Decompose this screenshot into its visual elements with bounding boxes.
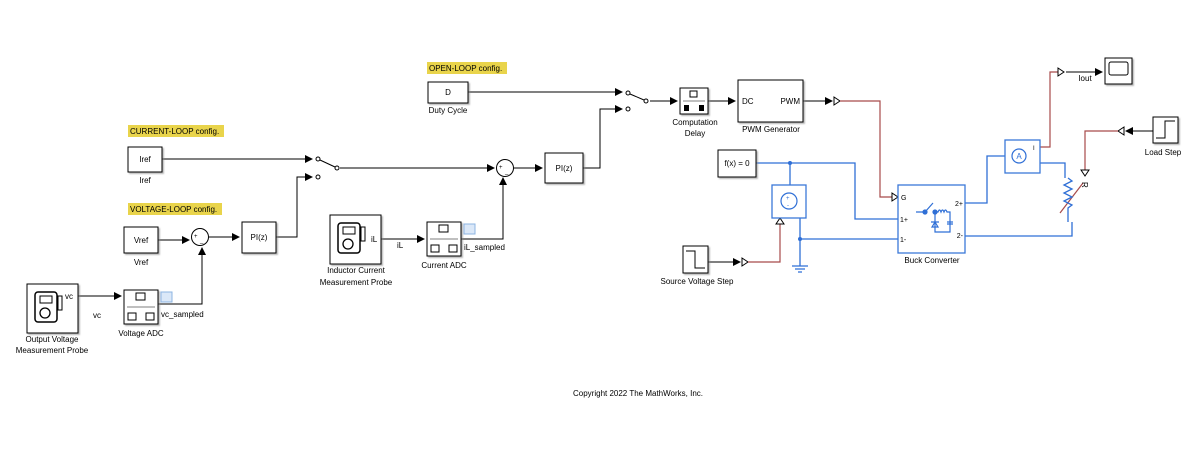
source-voltage-step-block[interactable]: Source Voltage Step	[661, 245, 734, 286]
step-icon	[686, 250, 705, 269]
svg-text:Vref: Vref	[134, 236, 149, 245]
solver-configuration-block[interactable]: f(x) = 0	[717, 149, 757, 178]
vc-sampled-label: vc_sampled	[161, 310, 204, 319]
svg-text:Delay: Delay	[685, 129, 705, 138]
iout-signal-label: Iout	[1078, 74, 1092, 83]
svg-text:R: R	[1080, 182, 1089, 188]
current-sum-block[interactable]: +_	[496, 159, 514, 177]
svg-text:_: _	[199, 238, 204, 244]
svg-text:DC: DC	[742, 97, 754, 106]
svg-text:Duty Cycle: Duty Cycle	[429, 106, 468, 115]
pwm-generator-block[interactable]: DC PWM PWM Generator	[737, 79, 804, 134]
sample-time-icon	[463, 223, 476, 235]
svg-text:Inductor Current: Inductor Current	[327, 266, 386, 275]
svg-text:PWM: PWM	[780, 97, 800, 106]
signal-lines	[78, 68, 1153, 305]
current-voltage-switch[interactable]	[315, 156, 340, 180]
svg-text:A: A	[1016, 152, 1022, 161]
svg-text:2-: 2-	[957, 233, 964, 240]
current-pi-block[interactable]: PI(z)	[544, 152, 584, 184]
svg-text:Vref: Vref	[134, 258, 149, 267]
svg-text:PWM Generator: PWM Generator	[742, 125, 800, 134]
scope-block[interactable]	[1104, 57, 1133, 85]
svg-text:+: +	[499, 165, 503, 171]
converted-signal-lines	[741, 67, 1125, 267]
multimeter-icon	[34, 291, 63, 323]
resistor[interactable]: R	[1080, 182, 1089, 188]
svg-text:Buck Converter: Buck Converter	[904, 256, 959, 265]
copyright-text: Copyright 2022 The MathWorks, Inc.	[573, 389, 703, 398]
buck-circuit-icon	[916, 202, 953, 233]
open-closed-loop-switch[interactable]	[625, 90, 649, 112]
multimeter-icon	[337, 222, 366, 254]
svg-text:Voltage ADC: Voltage ADC	[118, 329, 164, 338]
voltage-pi-block[interactable]: PI(z)	[241, 221, 277, 254]
svg-text:OPEN-LOOP config.: OPEN-LOOP config.	[429, 64, 502, 73]
svg-text:1+: 1+	[900, 217, 908, 224]
scope-icon	[1108, 61, 1129, 76]
open-loop-annotation[interactable]: OPEN-LOOP config.	[427, 62, 507, 74]
svg-text:vc: vc	[65, 292, 73, 301]
svg-text:+: +	[786, 196, 790, 202]
physical-lines	[756, 155, 1074, 273]
voltage-adc-block[interactable]: Voltage ADC	[118, 289, 164, 338]
svg-text:G: G	[901, 195, 906, 202]
controlled-voltage-source-block[interactable]: +-	[771, 184, 807, 219]
adc-icon	[430, 224, 458, 253]
voltage-loop-annotation[interactable]: VOLTAGE-LOOP config.	[128, 203, 222, 215]
voltage-sum-block[interactable]: +_	[191, 228, 209, 246]
svg-text:I: I	[1033, 146, 1035, 152]
il-signal-label: iL	[397, 241, 404, 250]
svg-text:VOLTAGE-LOOP config.: VOLTAGE-LOOP config.	[130, 205, 217, 214]
svg-text:-: -	[787, 203, 789, 209]
svg-text:Output Voltage: Output Voltage	[26, 335, 79, 344]
svg-text:Iref: Iref	[139, 155, 151, 164]
svg-text:iL: iL	[371, 235, 378, 244]
load-step-block[interactable]: Load Step	[1145, 116, 1182, 157]
svg-text:D: D	[445, 88, 451, 97]
il-sampled-label: iL_sampled	[464, 243, 505, 252]
buck-converter-block[interactable]: G 1+ 1- 2+ 2- Buck Converter	[897, 184, 966, 265]
delay-icon	[683, 90, 705, 111]
sample-time-icon	[160, 291, 173, 303]
step-icon	[1156, 120, 1175, 139]
svg-text:Measurement Probe: Measurement Probe	[320, 278, 393, 287]
svg-text:Source Voltage Step: Source Voltage Step	[661, 277, 734, 286]
current-loop-annotation[interactable]: CURRENT-LOOP config.	[128, 125, 224, 137]
svg-text:CURRENT-LOOP config.: CURRENT-LOOP config.	[130, 127, 219, 136]
svg-text:PI(z): PI(z)	[251, 233, 268, 242]
svg-text:_: _	[504, 169, 509, 175]
current-adc-block[interactable]: Current ADC	[421, 221, 467, 270]
svg-text:f(x) = 0: f(x) = 0	[724, 159, 750, 168]
vc-signal-label: vc	[93, 311, 101, 320]
svg-text:Measurement Probe: Measurement Probe	[16, 346, 89, 355]
svg-text:Iref: Iref	[139, 176, 151, 185]
duty-cycle-block[interactable]: D Duty Cycle	[427, 81, 469, 115]
svg-text:2+: 2+	[955, 201, 963, 208]
svg-text:Load Step: Load Step	[1145, 148, 1182, 157]
svg-text:PI(z): PI(z)	[556, 164, 573, 173]
svg-text:Current ADC: Current ADC	[421, 261, 467, 270]
svg-text:Computation: Computation	[672, 118, 717, 127]
adc-icon	[127, 292, 155, 321]
svg-text:1-: 1-	[900, 237, 907, 244]
svg-text:+: +	[194, 234, 198, 240]
current-sensor-block[interactable]: AI	[1004, 139, 1041, 174]
